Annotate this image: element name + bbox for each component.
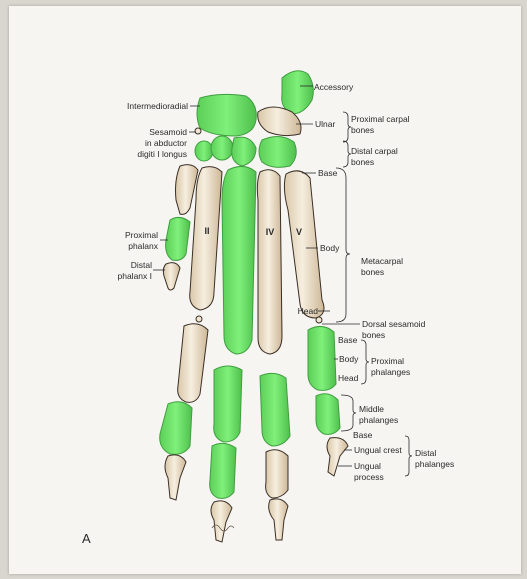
label-dorsal-sesamoid-2: bones	[362, 330, 385, 340]
label-proximal-carpal-1: Proximal carpal	[351, 114, 410, 124]
metacarpal-I	[176, 165, 199, 215]
label-body-meta: Body	[320, 243, 340, 253]
proximal-phalanx-III-clay	[214, 366, 242, 442]
label-proximal-phalanges-1: Proximal	[371, 356, 404, 366]
label-distal-carpal-2: bones	[351, 157, 374, 167]
proximal-phalanx-I-clay	[166, 217, 190, 260]
label-head-prox: Head	[338, 373, 359, 383]
label-distal-phalanges-1: Distal	[415, 448, 436, 458]
label-accessory: Accessory	[314, 82, 354, 92]
label-base-distal: Base	[353, 430, 373, 440]
metacarpal-IV	[257, 170, 282, 354]
sesamoid-abductor	[195, 128, 201, 134]
label-ungual-process-2: process	[354, 472, 384, 482]
numeral-II: II	[204, 226, 209, 236]
proximal-phalanx-V-clay	[308, 326, 336, 390]
distal-phalanx-IV	[269, 499, 288, 540]
distal-carpal-4-clay	[259, 136, 296, 167]
digit-I	[163, 217, 190, 290]
metacarpal-III-clay	[222, 166, 256, 354]
label-distal-phalanx-I-2: phalanx I	[118, 271, 153, 281]
label-middle-phalanges-2: phalanges	[359, 415, 398, 425]
label-intermedioradial: Intermedioradial	[127, 101, 188, 111]
distal-phalanx-V	[327, 438, 348, 476]
label-distal-carpal-1: Distal carpal	[351, 146, 398, 156]
label-ulnar: Ulnar	[315, 119, 335, 129]
accessory-carpal-clay	[282, 71, 314, 114]
label-proximal-phalanx-2: phalanx	[128, 241, 159, 251]
bracket-distal-phalanges	[405, 436, 412, 476]
digit-III	[210, 366, 242, 542]
distal-carpal-3-clay	[232, 137, 256, 166]
carpal-bones	[195, 71, 313, 168]
numeral-V: V	[296, 227, 302, 237]
label-proximal-carpal-2: bones	[351, 125, 374, 135]
middle-phalanx-II-clay	[160, 402, 192, 455]
numeral-IV: IV	[266, 227, 275, 237]
label-head-meta: Head	[298, 306, 319, 316]
distal-phalanx-I	[163, 263, 180, 290]
label-proximal-phalanges-2: phalanges	[371, 367, 410, 377]
proximal-phalanx-IV-clay	[260, 373, 290, 446]
label-proximal-phalanx-1: Proximal	[125, 230, 158, 240]
label-metacarpal-1: Metacarpal	[361, 256, 403, 266]
label-sesamoid-1: Sesamoid	[149, 127, 187, 137]
label-base-meta: Base	[318, 168, 338, 178]
label-distal-phalanx-I-1: Distal	[131, 260, 152, 270]
digit-IV	[260, 373, 290, 540]
label-metacarpal-2: bones	[361, 267, 384, 277]
bracket-proximal-carpal	[343, 112, 351, 142]
middle-phalanx-III-clay	[210, 443, 236, 498]
sesamoid-II	[196, 316, 202, 322]
sesamoid-V	[316, 317, 322, 323]
bracket-proximal-phalanges	[361, 340, 369, 384]
figure-letter: A	[82, 531, 91, 546]
label-body-prox: Body	[339, 354, 359, 364]
bracket-distal-carpal	[343, 141, 351, 167]
label-ungual-crest: Ungual crest	[354, 445, 402, 455]
proximal-phalanx-II	[178, 324, 208, 403]
middle-phalanx-V-clay	[316, 394, 340, 435]
intermedioradial-clay	[197, 94, 256, 136]
label-dorsal-sesamoid-1: Dorsal sesamoid	[362, 319, 426, 329]
label-sesamoid-2: in abductor	[145, 138, 187, 148]
distal-carpal-2-clay	[211, 136, 233, 160]
bracket-middle-phalanges	[341, 395, 356, 431]
label-base-prox: Base	[338, 335, 358, 345]
middle-phalanx-IV	[266, 450, 288, 498]
label-distal-phalanges-2: phalanges	[415, 459, 454, 469]
digit-V	[308, 326, 348, 476]
label-sesamoid-3: digiti I longus	[137, 149, 187, 159]
distal-phalanx-II	[165, 455, 186, 500]
distal-phalanx-III	[211, 501, 232, 542]
label-middle-phalanges-1: Middle	[359, 404, 384, 414]
distal-carpal-1-clay	[195, 141, 213, 161]
digit-II	[160, 324, 208, 500]
metacarpal-V	[284, 171, 324, 318]
label-ungual-process-1: Ungual	[354, 461, 381, 471]
